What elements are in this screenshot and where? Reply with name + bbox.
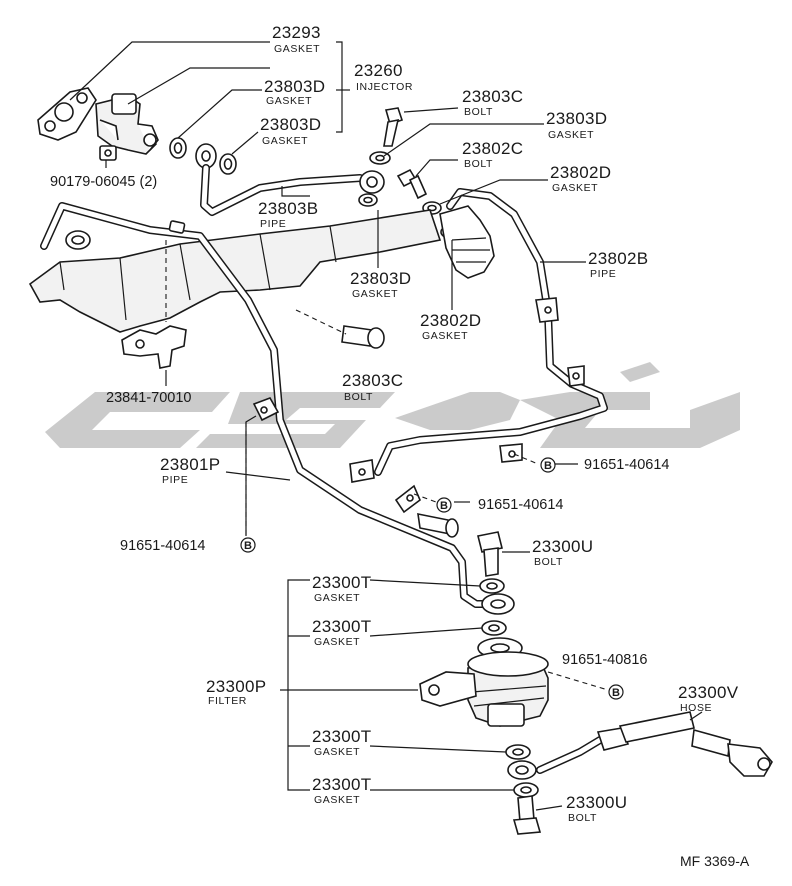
label-23300u-bot: 23300U BOLT	[566, 793, 627, 824]
label-sub: GASKET	[422, 330, 468, 342]
label-number: 23300U	[566, 793, 627, 812]
code-23841: 23841-70010	[106, 390, 191, 406]
label-23300p: 23300P FILTER	[206, 677, 266, 707]
circle-b-icon	[608, 684, 624, 700]
label-sub: GASKET	[274, 43, 320, 55]
label-23802d-mid: 23802D GASKET	[420, 311, 481, 342]
label-23803b: 23803B PIPE	[258, 199, 318, 230]
label-number: 23300U	[532, 537, 593, 556]
label-number: 23300T	[312, 617, 371, 636]
upper-banjo-fitting	[358, 107, 404, 207]
label-23801p: 23801P PIPE	[160, 455, 220, 486]
code-91651-b: B 91651-40614	[436, 497, 563, 513]
label-sub: GASKET	[552, 182, 598, 194]
upper-right-fitting	[396, 168, 495, 279]
circle-b-icon	[436, 497, 452, 513]
label-23803d-right: 23803D GASKET	[546, 109, 607, 141]
bracket-23841	[121, 325, 187, 369]
pipe-23801p	[40, 202, 490, 608]
label-number: 23803C	[462, 87, 523, 106]
code-90179: 90179-06045 (2)	[50, 174, 157, 190]
label-number: 23802B	[588, 249, 648, 268]
label-23803d-b: 23803D GASKET	[260, 115, 321, 147]
code-text: 91651-40816	[562, 652, 647, 668]
circle-letter: B	[612, 687, 620, 699]
label-sub: GASKET	[266, 95, 312, 107]
label-23293: 23293 GASKET	[272, 23, 321, 55]
pipe-23803b	[200, 164, 364, 216]
label-number: 23803D	[260, 115, 321, 134]
label-sub: PIPE	[590, 268, 616, 280]
label-sub: BOLT	[568, 812, 597, 824]
circle-b-icon	[240, 537, 256, 553]
label-number: 23803D	[264, 77, 325, 96]
label-number: 23803B	[258, 199, 318, 218]
filter-assembly	[419, 531, 549, 835]
label-23300v: 23300V HOSE	[678, 683, 739, 714]
circle-b-icon	[540, 457, 556, 473]
label-number: 23300P	[206, 677, 266, 696]
label-23802c: 23802C BOLT	[462, 139, 523, 170]
pipe-23802b	[349, 188, 608, 483]
label-sub: GASKET	[314, 636, 360, 648]
label-sub: INJECTOR	[356, 81, 413, 93]
label-23803c-top: 23803C BOLT	[462, 87, 523, 118]
hose-23300v	[536, 711, 773, 777]
circle-letter: B	[244, 540, 252, 552]
label-number: 23300T	[312, 573, 371, 592]
circle-letter: B	[544, 460, 552, 472]
code-91651-a: B 91651-40614	[540, 457, 669, 473]
leader-lines	[69, 41, 703, 811]
label-23260: 23260 INJECTOR	[354, 61, 413, 93]
label-23803c-mid: 23803C BOLT	[342, 371, 403, 403]
label-number: 23300T	[312, 775, 371, 794]
label-sub: GASKET	[352, 288, 398, 300]
label-23803d-mid: 23803D GASKET	[350, 269, 411, 300]
label-sub: FILTER	[208, 695, 247, 707]
label-23300t-3: 23300T GASKET	[312, 727, 371, 758]
label-23802b: 23802B PIPE	[588, 249, 648, 280]
label-sub: BOLT	[344, 391, 373, 403]
injector-assembly	[37, 87, 237, 175]
label-sub: PIPE	[162, 474, 188, 486]
code-text: 91651-40614	[120, 538, 205, 554]
label-23300t-1: 23300T GASKET	[312, 573, 371, 604]
code-text: 91651-40614	[478, 497, 563, 513]
code-91651-c: 91651-40614 B	[120, 537, 256, 554]
intake-manifold	[28, 209, 442, 333]
label-23300u-top: 23300U BOLT	[532, 537, 593, 568]
label-sub: PIPE	[260, 218, 286, 230]
label-number: 23300V	[678, 683, 739, 702]
code-text: 91651-40614	[584, 457, 669, 473]
label-sub: BOLT	[534, 556, 563, 568]
code-91651-d: 91651-40816 B	[562, 652, 647, 700]
label-23300t-4: 23300T GASKET	[312, 775, 371, 806]
label-sub: HOSE	[680, 702, 712, 714]
label-number: 23293	[272, 23, 321, 42]
label-number: 23802C	[462, 139, 523, 158]
figure-reference: MF 3369-A	[680, 853, 750, 869]
label-number: 23803D	[350, 269, 411, 288]
label-23803d-a: 23803D GASKET	[264, 77, 325, 107]
label-number: 23802D	[420, 311, 481, 330]
label-number: 23803D	[546, 109, 607, 128]
label-23802d-top: 23802D GASKET	[550, 163, 611, 194]
label-number: 23801P	[160, 455, 220, 474]
filter-bracket-bolt	[394, 484, 459, 538]
label-sub: GASKET	[262, 135, 308, 147]
label-sub: BOLT	[464, 106, 493, 118]
label-number: 23803C	[342, 371, 403, 390]
label-23300t-2: 23300T GASKET	[312, 617, 371, 648]
label-sub: GASKET	[314, 794, 360, 806]
label-number: 23802D	[550, 163, 611, 182]
label-number: 23260	[354, 61, 403, 80]
circle-letter: B	[440, 500, 448, 512]
label-number: 23300T	[312, 727, 371, 746]
bolt-23803c-mid	[341, 325, 385, 349]
label-sub: BOLT	[464, 158, 493, 170]
label-sub: GASKET	[314, 746, 360, 758]
label-sub: GASKET	[314, 592, 360, 604]
label-sub: GASKET	[548, 129, 594, 141]
